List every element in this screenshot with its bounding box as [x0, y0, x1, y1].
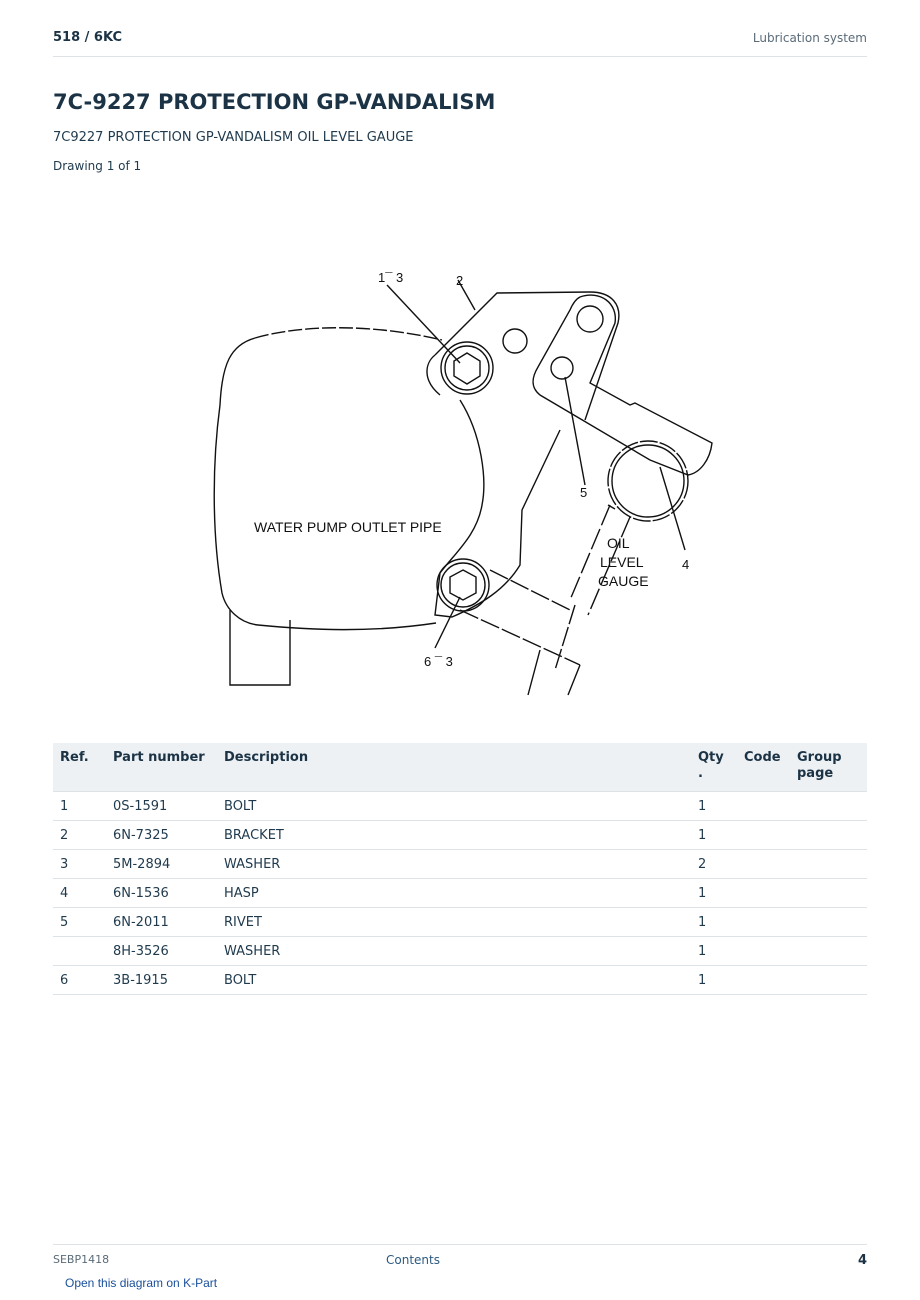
page-header: 518 / 6KC Lubrication system [53, 28, 867, 57]
callout-5: 5 [580, 485, 587, 500]
footer-divider [53, 1244, 867, 1245]
callout-1-3: 1¯ 3 [378, 270, 403, 285]
section-name: Lubrication system [752, 31, 867, 45]
label-gauge: GAUGE [598, 573, 649, 589]
page-number: 4 [857, 1253, 867, 1268]
page-subtitle: 7C9227 PROTECTION GP-VANDALISM OIL LEVEL… [53, 130, 414, 145]
page-title: 7C-9227 PROTECTION GP-VANDALISM [53, 90, 496, 114]
label-oil: OIL [607, 535, 630, 551]
callout-2: 2 [456, 273, 463, 288]
callout-4: 4 [682, 557, 689, 572]
col-qty: Qty. [691, 743, 737, 792]
diagram-drawing [213, 279, 713, 696]
col-description: Description [217, 743, 691, 792]
parts-diagram: 1¯ 3 2 5 4 6 ¯ 3 WATER PUMP OUTLET PIPE … [213, 270, 713, 696]
table-header-row: Ref. Part number Description Qty. Code G… [53, 743, 867, 792]
model-breadcrumb: 518 / 6KC [53, 30, 123, 45]
contents-link[interactable]: Contents [386, 1253, 440, 1267]
label-water-pump-outlet-pipe: WATER PUMP OUTLET PIPE [254, 519, 442, 535]
parts-table: Ref. Part number Description Qty. Code G… [53, 743, 867, 995]
callout-6-3: 6 ¯ 3 [424, 654, 453, 669]
footer-doc-number: SEBP1418 [53, 1253, 110, 1266]
col-part-number: Part number [106, 743, 217, 792]
open-k-part-link[interactable]: Open this diagram on K-Part [65, 1276, 218, 1290]
drawing-count: Drawing 1 of 1 [53, 159, 142, 173]
label-level: LEVEL [600, 554, 644, 570]
col-ref: Ref. [53, 743, 106, 792]
col-code: Code [737, 743, 790, 792]
